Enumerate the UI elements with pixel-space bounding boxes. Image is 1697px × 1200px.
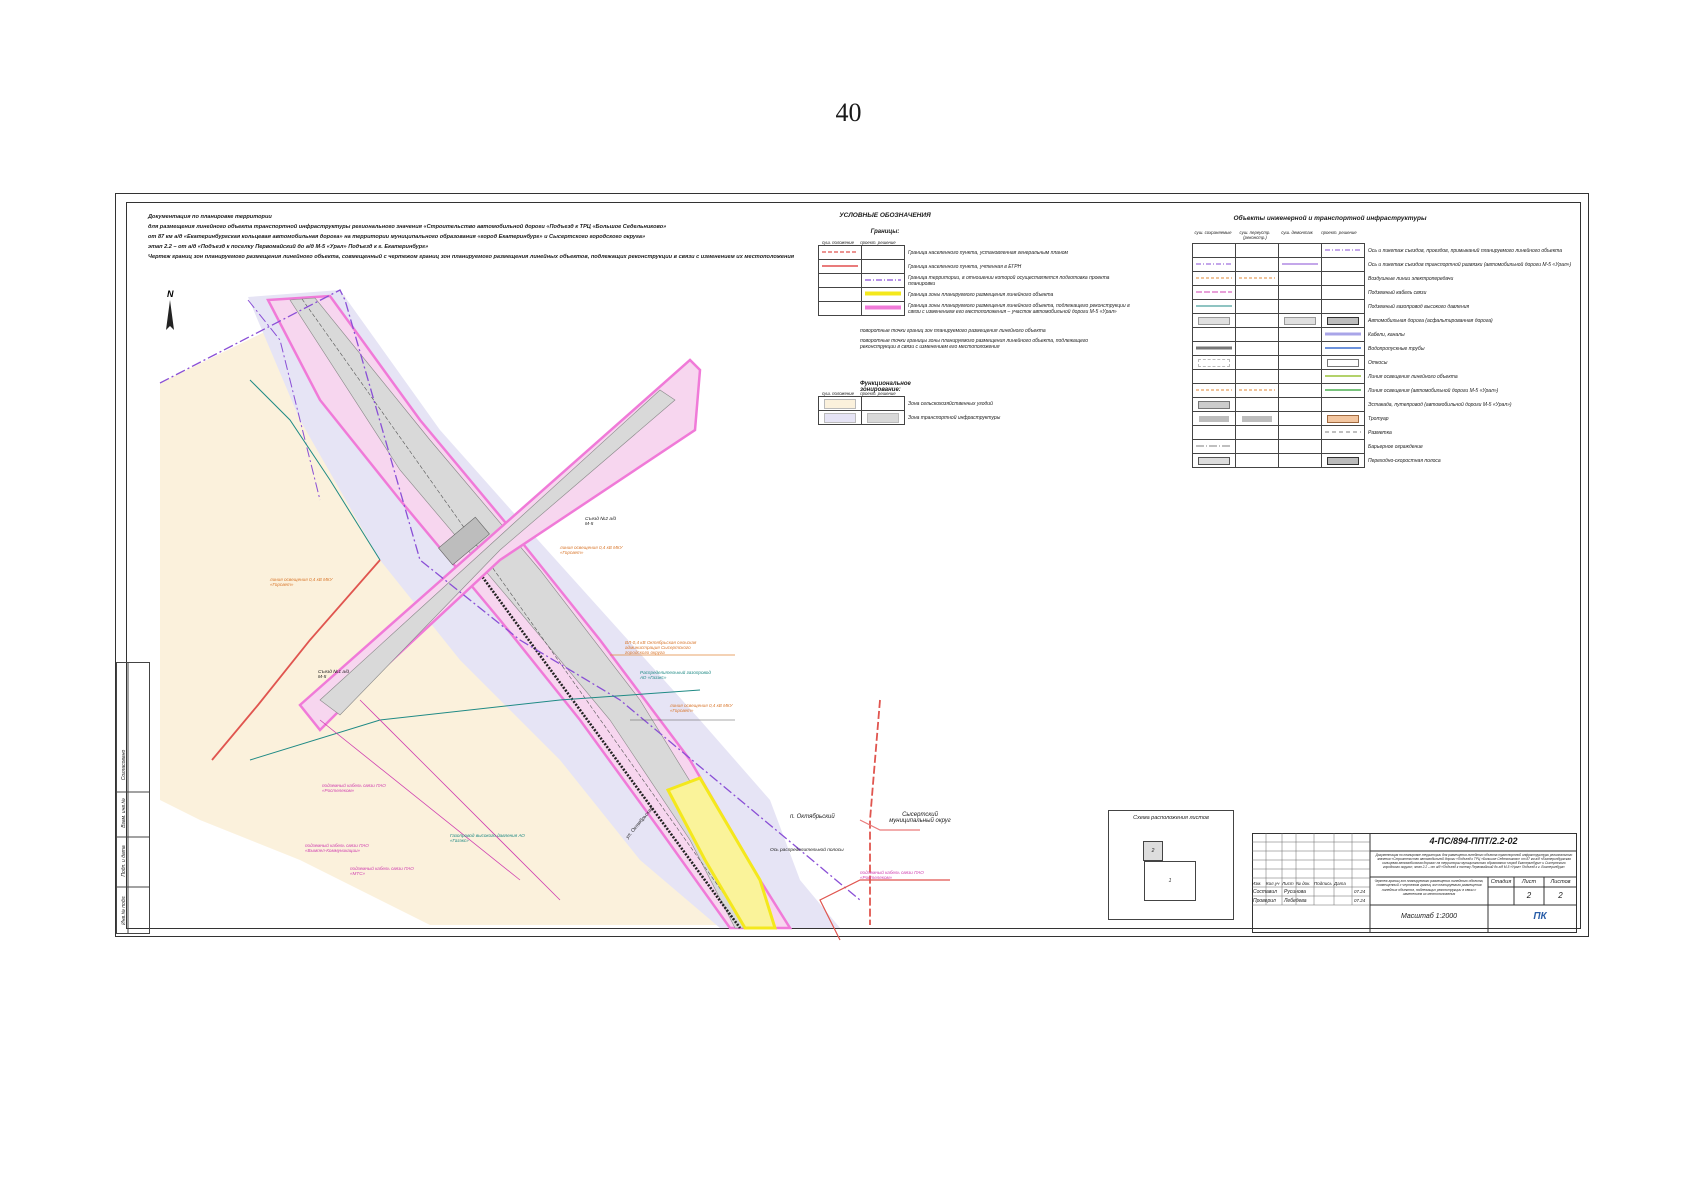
stamp-sheet-title: Чертеж границ зон планируемого размещени… [1374,879,1484,896]
legend-col-header: проект. решение [860,391,896,396]
page-number: 40 [835,98,862,127]
legend-col-header: суш. сохраняемые [1194,230,1232,235]
legend-row-label: Ось и пикетаж съездов транспортной развя… [1368,261,1572,268]
legend-row-label: Воздушные линии электропередачи [1368,275,1454,282]
title-line: для размещения линейного объекта транспо… [148,224,667,230]
stamp-role: Проверил [1253,898,1276,904]
legend-row-label: Зона сельскохозяйственных угодий [908,400,993,407]
legend-point-label: поворотные точки границы зоны планируемо… [860,338,1089,350]
magenta-label: подземный кабель связи ПАО «Вымпел-Комму… [305,843,369,853]
stamp-scale: Масштаб 1:2000 [1400,913,1458,920]
axis-label: Ось распределительной полосы [770,848,844,853]
legend-row-label: Граница зоны планируемого размещения лин… [908,302,1130,315]
exit-label-2: Съезд №2 а/д М-5 [585,517,617,527]
legend-row-label: Подземный кабель связи [1368,289,1427,296]
legend-row-label: Граница населенного пункта, учтенная в Е… [908,263,1022,270]
zoning-title: Функциональное зонирование: [860,381,911,393]
legend-row-label: Граница территории, в отношении которой … [908,274,1110,287]
district-label: Сысертский муниципальный округ [889,812,951,824]
exit-label-1: Съезд №1 а/д М-5 [318,670,350,680]
stamp-name: Русинова [1284,889,1306,895]
legend-row-label: Ось и пикетаж съездов, проездов, примыка… [1368,247,1562,254]
teal-label: Распределительный газопровод АО «Газэкс» [640,670,711,680]
legend-infra: суш. сохраняемые суш. переустр. (реконст… [1192,230,1575,468]
stamp-sheets-label: Листов [1550,879,1571,885]
stamp-date: 07.24 [1354,889,1366,894]
magenta-label: подземный кабель связи ПАО «МТС» [350,866,414,876]
infra-legend-title: Объекты инженерной и транспортной инфрас… [1233,215,1427,222]
title-line: этап 2.2 – от а/д «Подъезд к поселку Пер… [148,244,429,250]
document-title: Документация по планировке территории дл… [148,212,795,262]
orange-label: линия освещения 0,4 кВ МКУ «Горсвет» [270,577,333,587]
settlement-label: п. Октябрьский [790,814,835,820]
teal-label: Газопровод высокого давления АО «Газэкс» [450,833,525,843]
legend-row-label: Водопропускные трубы [1368,345,1425,352]
title-line: Чертеж границ зон планируемого размещени… [148,254,795,260]
legend-row-label: Кабели, каналы [1368,331,1405,338]
legend-row-label: Разметка [1368,429,1392,436]
orange-label: ВЛ-0,4 кВ Октябрьская сельская администр… [625,640,697,655]
company-logo: ПК [1533,911,1547,922]
magenta-label: подземный кабель связи ПАО «Ростелеком» [322,783,386,793]
crossing-road [319,389,676,716]
legend-row-label: Тротуар [1368,415,1389,422]
stamp-sheet-label: Лист [1521,879,1537,885]
legend-point-label: поворотные точки границ зон планируемого… [860,328,1046,334]
scheme-sheet-1: 1 [1144,861,1196,901]
sheet-layout-scheme: Схема расположения листов 2 1 [1108,810,1234,920]
legend-row-label: Барьерное ограждение [1368,443,1423,450]
legend-row-label: Линия освещения линейного объекта [1368,373,1458,380]
side-strip: Согласовано Взам. инв.№ Подп. и дата Инв… [116,662,150,934]
stamp-header: Кол.уч [1266,881,1280,886]
stamp-header: Подпись [1314,881,1332,886]
north-label: N [167,289,174,299]
legend-zoning: суш. положение проект. решение Зона сель… [818,391,1004,425]
legend-col-header: суш. положение [821,240,855,245]
stamp-name: Лебедева [1284,898,1307,904]
stamp-header: Дата [1334,881,1346,886]
north-arrow-icon [166,300,174,330]
magenta-label: подземный кабель связи ПАО «Ростелеком» [860,870,924,880]
legend-row-label: Граница зоны планируемого размещения лин… [908,291,1054,298]
legend-col-header: суш. демонтаж [1281,230,1313,235]
side-strip-label: Инв.№ подл. [121,895,127,925]
orange-label: линия освещения 0,4 кВ МКУ «Горсвет» [670,703,733,713]
stamp-sheet-value: 2 [1526,891,1532,900]
stamp-header: Изм. [1252,881,1262,886]
legend-row-label: Откосы [1368,359,1388,366]
legend-boundaries-title: Границы: [870,229,900,235]
legend-title: УСЛОВНЫЕ ОБОЗНАЧЕНИЯ [839,212,931,219]
legend-row-label: Автомобильная дорога (асфальтированная д… [1368,317,1493,324]
legend-row-label: Зона транспортной инфраструктуры [908,414,1001,421]
stamp-stage-label: Стадия [1490,879,1512,885]
legend-row-label: Граница населенного пункта, установленна… [908,249,1068,256]
orange-label: линия освещения 0,4 кВ МКУ «Горсвет» [560,545,623,555]
legend-col-header: проект. решение [860,240,896,245]
legend-boundaries: суш. положение проект. решение Граница н… [818,240,1142,350]
planned-zone [665,776,778,930]
legend-col-header: проект. решение [1321,230,1357,235]
scheme-title: Схема расположения листов [1133,815,1209,821]
legend-col-header: суш. переустр. (реконстр.) [1239,230,1271,240]
title-line: Документация по планировке территории [148,214,272,220]
stamp-header: Лист [1282,881,1294,886]
stamp-code: 4-ПС/894-ППТ/2.2-02 [1429,836,1518,846]
title-line: от 87 км а/д «Екатеринбургская кольцевая… [148,234,646,240]
stamp-date: 07.24 [1354,898,1366,903]
legend-row-label: Подземный газопровод высокого давления [1368,303,1470,310]
legend-col-header: суш. положение [821,391,855,396]
stamp-header: № док. [1296,881,1311,886]
stamp-sheets-value: 2 [1558,891,1563,900]
legend-row-label: Эстакада, путепровод (автомобильной доро… [1368,401,1512,408]
sheet-frame [126,202,1581,929]
legend-row-label: Переходно-скоростная полоса [1368,457,1441,464]
stamp-description: Документация по планировке территории дл… [1375,853,1573,869]
legend-row-label: Линия освещения (автомобильной дороги М-… [1368,387,1499,394]
title-stamp: 4-ПС/894-ППТ/2.2-02 Документация по план… [1252,833,1577,933]
stamp-role: Составил [1253,889,1277,895]
scheme-sheet-2: 2 [1143,841,1163,861]
